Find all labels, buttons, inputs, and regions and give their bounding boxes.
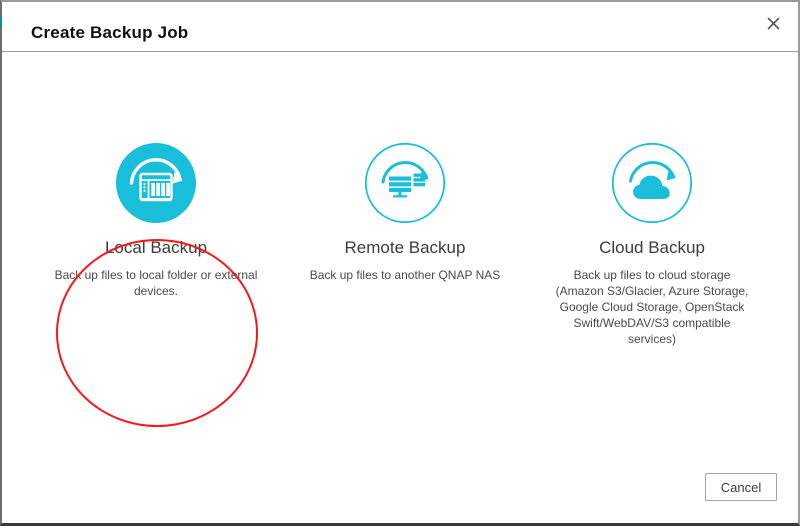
option-description: Back up files to another QNAP NAS (309, 268, 501, 282)
close-icon[interactable] (758, 8, 788, 38)
option-cloud-backup[interactable]: Cloud Backup Back up files to cloud stor… (527, 142, 777, 347)
option-title: Cloud Backup (599, 238, 705, 257)
dialog-title: Create Backup Job (31, 23, 189, 42)
cloud-refresh-icon (527, 142, 777, 224)
server-refresh-icon (280, 142, 530, 224)
window-edge-accent (0, 16, 2, 28)
dialog-content: Local Backup Back up files to local fold… (2, 52, 798, 523)
option-description: Back up files to local folder or externa… (54, 268, 258, 298)
dialog-titlebar: Create Backup Job (2, 2, 798, 52)
option-local-backup[interactable]: Local Backup Back up files to local fold… (31, 142, 281, 299)
option-remote-backup[interactable]: Remote Backup Back up files to another Q… (280, 142, 530, 283)
option-title: Local Backup (104, 238, 208, 257)
option-title: Remote Backup (344, 238, 466, 257)
option-description: Back up files to cloud storage (Amazon S… (555, 268, 749, 346)
cancel-button[interactable]: Cancel (705, 473, 777, 501)
nas-refresh-icon (31, 142, 281, 224)
dialog-footer: Cancel (2, 451, 798, 523)
